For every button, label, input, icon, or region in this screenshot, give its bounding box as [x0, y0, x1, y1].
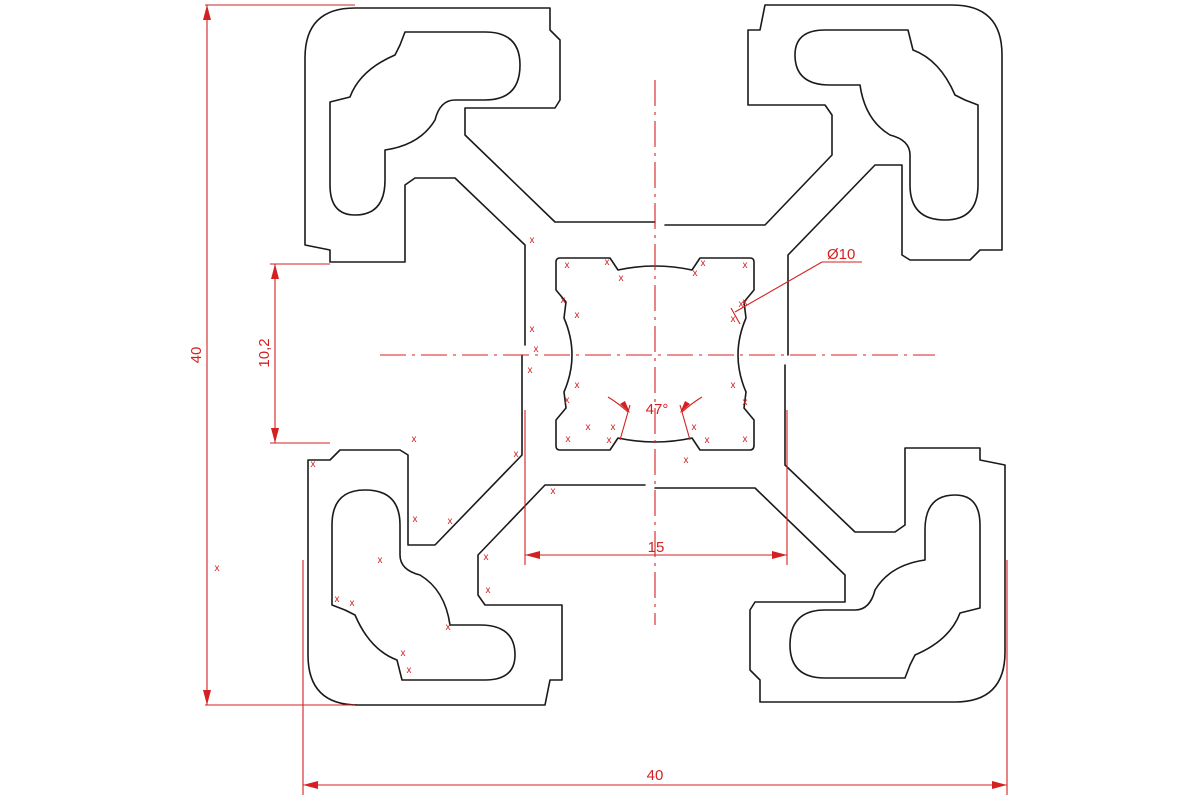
annotation-marker: x	[693, 268, 698, 279]
annotation-marker: x	[378, 555, 383, 566]
annotation-marker: x	[692, 422, 697, 433]
annotation-marker: x	[530, 324, 535, 335]
groove-angle-callout: 47°	[607, 396, 703, 441]
annotation-marker: x	[739, 299, 744, 310]
annotation-marker: x	[619, 273, 624, 284]
annotation-marker: x	[335, 594, 340, 605]
annotation-marker: x	[705, 435, 710, 446]
profile-quadrant-bottom-left	[307, 354, 646, 706]
profile-quadrant-top-right	[664, 4, 1003, 356]
core-width-dimension: 15	[524, 410, 788, 565]
annotation-marker: x	[530, 235, 535, 246]
annotation-marker: x	[743, 434, 748, 445]
width-dimension: 40	[302, 560, 1008, 795]
core-width-label: 15	[648, 539, 665, 556]
center-bore	[555, 257, 755, 451]
annotation-marker: x	[743, 397, 748, 408]
annotation-marker: x	[575, 380, 580, 391]
annotation-marker: x	[743, 260, 748, 271]
bore-diameter-label: Ø10	[827, 246, 855, 263]
annotation-marker: x	[565, 395, 570, 406]
annotation-marker: x	[412, 434, 417, 445]
height-dimension-label: 40	[188, 347, 205, 364]
annotation-marker: x	[731, 314, 736, 325]
annotation-marker: x	[575, 310, 580, 321]
bore-diameter-callout: Ø10	[730, 246, 862, 325]
height-dimension: 40	[188, 4, 355, 706]
annotation-marker: x	[311, 459, 316, 470]
groove-angle-label: 47°	[646, 401, 669, 418]
slot-opening-dimension: 10,2	[256, 263, 330, 444]
annotation-marker: x	[701, 258, 706, 269]
annotation-marker: x	[551, 486, 556, 497]
annotation-marker: x	[565, 260, 570, 271]
annotation-marker: x	[407, 665, 412, 676]
annotation-marker: x	[534, 344, 539, 355]
annotation-marker: x	[514, 449, 519, 460]
profile-quadrant-bottom-right	[654, 364, 1006, 703]
annotation-marker: x	[611, 422, 616, 433]
annotation-marker: x	[566, 434, 571, 445]
annotation-marker: x	[607, 435, 612, 446]
annotation-marker: x	[731, 380, 736, 391]
annotation-marker: x	[486, 585, 491, 596]
annotation-marker: x	[448, 516, 453, 527]
annotation-marker: x	[743, 297, 748, 308]
width-dimension-label: 40	[647, 767, 664, 784]
annotation-marker: x	[586, 422, 591, 433]
annotation-marker: x	[484, 552, 489, 563]
annotation-marker: x	[413, 514, 418, 525]
slot-opening-label: 10,2	[256, 338, 273, 367]
annotation-marker: x	[350, 598, 355, 609]
annotation-marker: x	[401, 648, 406, 659]
profile-quadrant-top-left	[304, 7, 656, 346]
annotation-marker: x	[528, 365, 533, 376]
annotation-marker: x	[684, 455, 689, 466]
annotation-marker: x	[446, 622, 451, 633]
annotation-marker: x	[561, 295, 566, 306]
annotation-marker: x	[605, 257, 610, 268]
annotation-marker: x	[215, 563, 220, 574]
